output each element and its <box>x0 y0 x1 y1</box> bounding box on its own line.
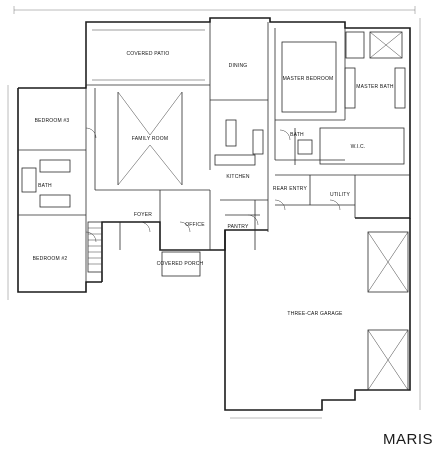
exterior-walls <box>17 17 411 411</box>
label-utility: UTILITY <box>330 192 350 198</box>
label-office: OFFICE <box>185 222 205 228</box>
interior-walls <box>18 22 410 419</box>
room-labels: COVERED PATIO DINING MASTER BEDROOM MAST… <box>33 51 394 317</box>
label-pantry: PANTRY <box>227 224 248 230</box>
label-family-room: FAMILY ROOM <box>132 136 168 142</box>
label-bedroom-2: BEDROOM #2 <box>33 256 68 262</box>
watermark-logo: MARIS <box>382 431 433 448</box>
label-foyer: FOYER <box>134 212 152 218</box>
label-bedroom-3: BEDROOM #3 <box>35 118 70 124</box>
label-wic: W.I.C. <box>351 144 366 150</box>
door-swings <box>85 127 341 243</box>
stairs <box>87 221 103 273</box>
label-dining: DINING <box>229 63 248 69</box>
label-covered-patio: COVERED PATIO <box>127 51 170 57</box>
label-rear-entry: REAR ENTRY <box>273 186 308 192</box>
label-three-car-garage: THREE-CAR GARAGE <box>287 311 343 317</box>
label-kitchen: KITCHEN <box>226 174 250 180</box>
label-covered-porch: COVERED PORCH <box>157 261 204 267</box>
label-bath-2: BATH <box>290 132 304 138</box>
label-master-bath: MASTER BATH <box>356 84 394 90</box>
label-master-bedroom: MASTER BEDROOM <box>283 76 334 82</box>
label-bath: BATH <box>38 183 52 189</box>
